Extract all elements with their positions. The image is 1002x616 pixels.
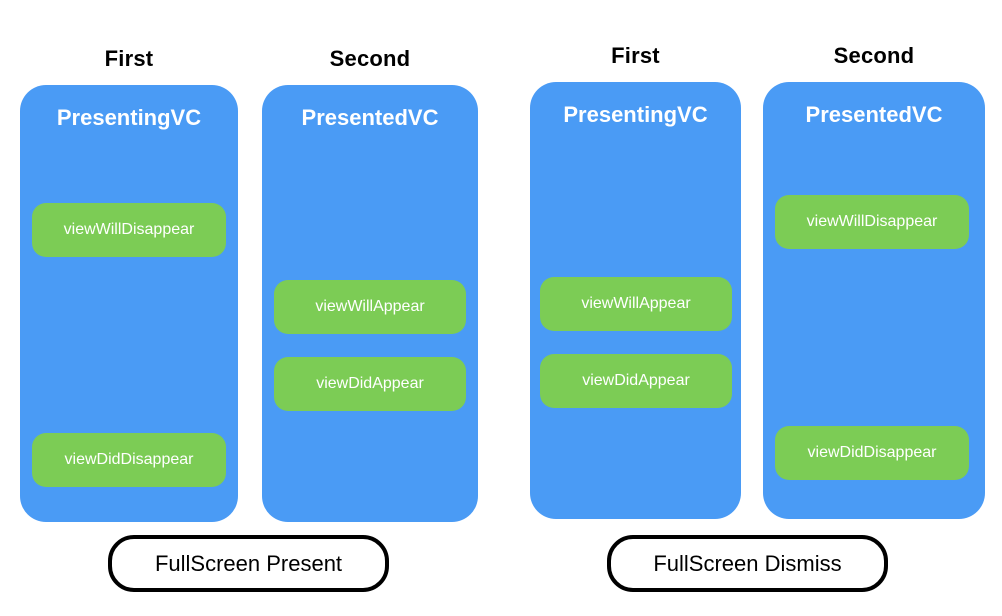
lifecycle-pill-view-will-disappear: viewWillDisappear <box>775 195 969 249</box>
vc-card-title: PresentedVC <box>301 105 439 130</box>
lifecycle-pill-view-will-disappear: viewWillDisappear <box>32 203 226 257</box>
lifecycle-pill-view-did-disappear: viewDidDisappear <box>32 433 226 487</box>
vc-card-title: PresentingVC <box>563 102 708 127</box>
vc-card-presenting-present: PresentingVC viewWillDisappear viewDidDi… <box>20 85 238 522</box>
lifecycle-pill-view-did-appear: viewDidAppear <box>540 354 732 408</box>
column-header-first-present: First <box>104 46 154 71</box>
vc-card-presenting-dismiss: PresentingVC viewWillAppear viewDidAppea… <box>530 82 741 519</box>
caption-fullscreen-present: FullScreen Present <box>108 535 389 592</box>
lifecycle-pill-view-did-appear: viewDidAppear <box>274 357 466 411</box>
vc-card-presented-dismiss: PresentedVC viewWillDisappear viewDidDis… <box>763 82 985 519</box>
lifecycle-pill-view-will-appear: viewWillAppear <box>540 277 732 331</box>
vc-card-title: PresentingVC <box>56 105 202 130</box>
lifecycle-pill-view-will-appear: viewWillAppear <box>274 280 466 334</box>
vc-card-presented-present: PresentedVC viewWillAppear viewDidAppear <box>262 85 478 522</box>
column-header-first-dismiss: First <box>611 43 660 68</box>
caption-fullscreen-dismiss: FullScreen Dismiss <box>607 535 888 592</box>
vc-card-title: PresentedVC <box>805 102 943 127</box>
column-header-second-dismiss: Second <box>833 43 915 68</box>
column-header-second-present: Second <box>329 46 411 71</box>
lifecycle-pill-view-did-disappear: viewDidDisappear <box>775 426 969 480</box>
